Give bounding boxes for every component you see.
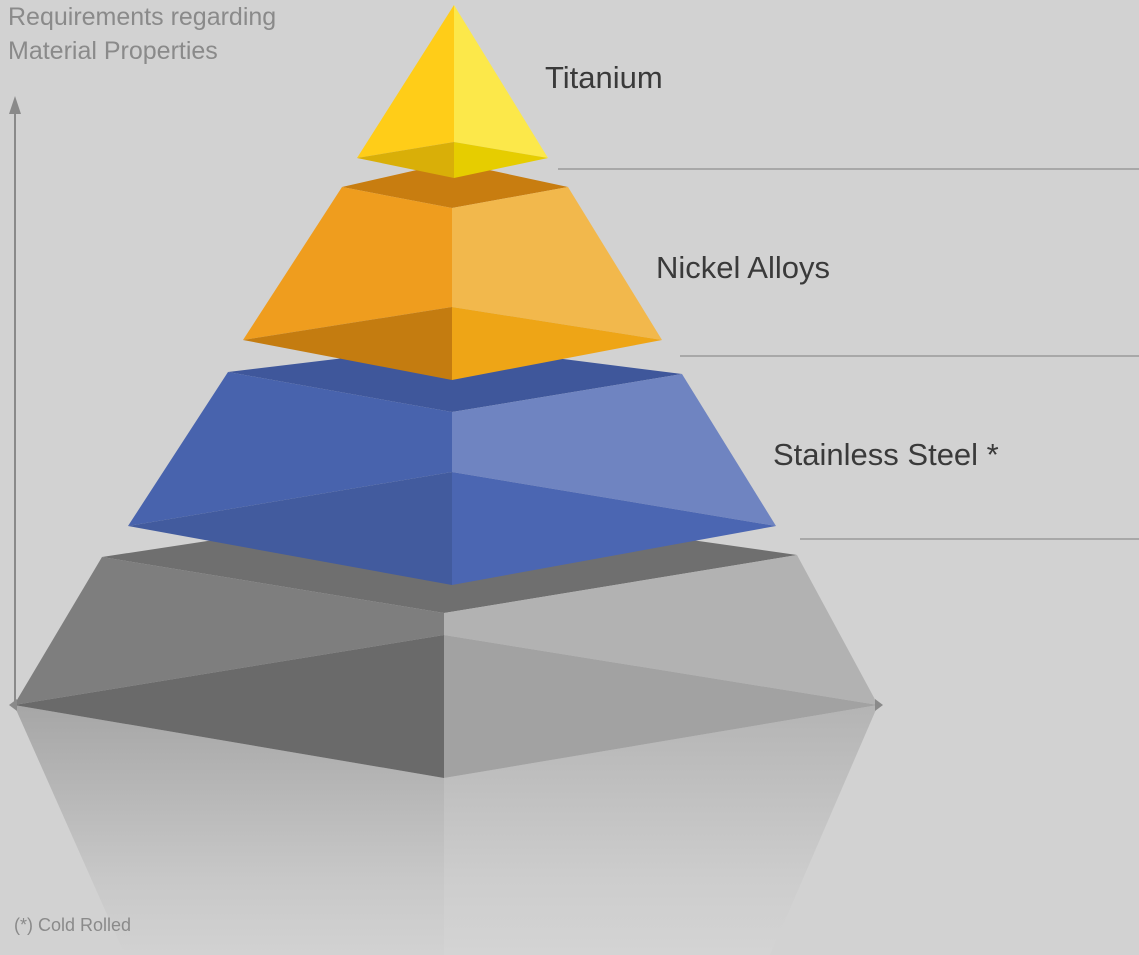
reflection-right-face — [444, 705, 878, 955]
stainless-front-left-lower — [128, 472, 452, 585]
base-reflection — [14, 705, 878, 955]
reflection-left-face — [14, 705, 444, 955]
base-front-left-upper — [14, 557, 444, 705]
nickel-front-right-upper — [452, 187, 662, 340]
tier-label-stainless-steel: Stainless Steel * — [773, 437, 999, 472]
axis-title-line2: Material Properties — [8, 37, 218, 65]
titanium-front-right-upper — [454, 5, 548, 158]
stainless-front-left-upper — [128, 372, 452, 526]
titanium-front-right-lower — [454, 142, 548, 178]
titanium-front-left-upper — [357, 5, 454, 158]
axis-title-line1: Requirements regarding — [8, 3, 277, 31]
base-left-arrow-tip-icon — [9, 699, 17, 711]
axis-title: Requirements regarding Material Properti… — [8, 0, 428, 68]
nickel-front-right-lower — [452, 307, 662, 380]
tier-titanium — [357, 5, 548, 178]
base-front-left-lower — [14, 635, 444, 778]
nickel-top-face — [342, 162, 568, 208]
axis-arrowhead-icon — [9, 96, 21, 114]
tier-label-nickel-alloys: Nickel Alloys — [656, 250, 830, 285]
titanium-front-left-lower — [357, 142, 454, 178]
stainless-front-right-upper — [452, 374, 776, 526]
footnote: (*) Cold Rolled — [14, 915, 132, 935]
stainless-front-right-lower — [452, 472, 776, 585]
base-right-arrow-tip-icon — [875, 699, 883, 711]
nickel-front-left-upper — [243, 187, 452, 340]
tier-nickel — [243, 162, 662, 380]
tier-dividers — [558, 168, 1139, 540]
nickel-front-left-lower — [243, 307, 452, 380]
tier-label-titanium: Titanium — [545, 60, 663, 95]
requirements-axis — [9, 96, 883, 711]
base-front-right-upper — [444, 555, 878, 705]
base-front-right-lower — [444, 635, 878, 778]
